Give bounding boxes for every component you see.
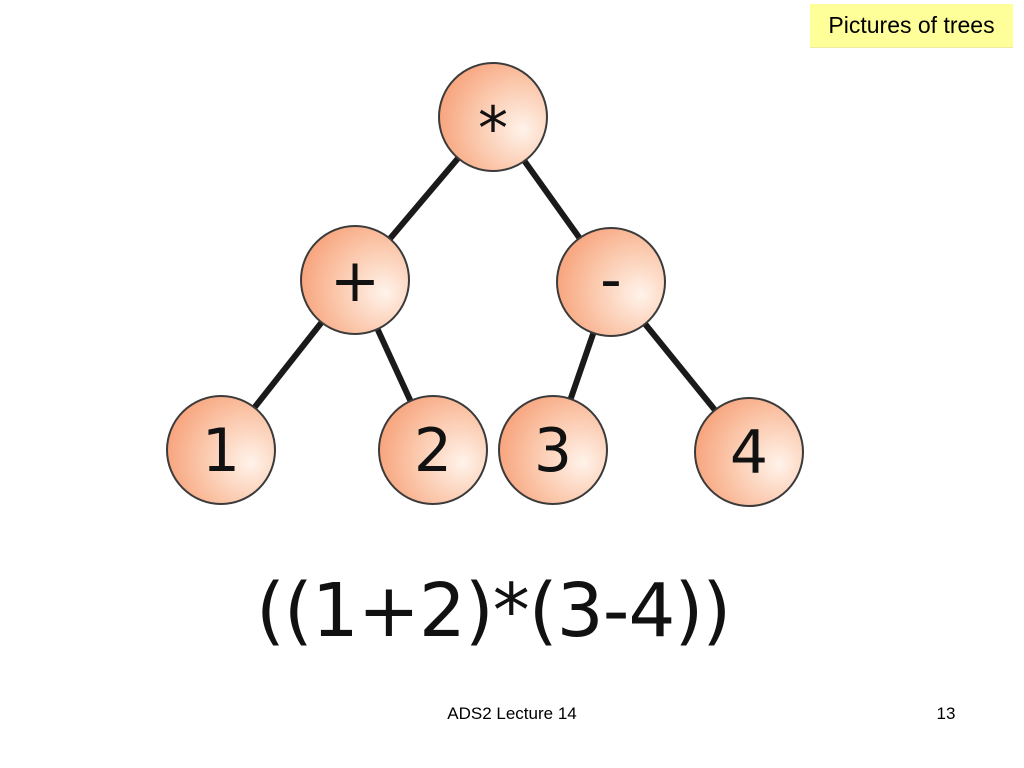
page-number: 13 (936, 704, 956, 723)
node-circle-n1 (166, 395, 276, 505)
node-circle-n4 (694, 397, 804, 507)
tree-node-n3: 3 (498, 395, 608, 505)
slide-footer: ADS2 Lecture 14 (447, 704, 577, 723)
node-circle-n2 (378, 395, 488, 505)
tree-node-n1: 1 (166, 395, 276, 505)
expression-text: ((1+2)*(3-4)) (256, 568, 731, 654)
node-label-n2: 2 (414, 416, 452, 486)
node-circle-n3 (498, 395, 608, 505)
node-label-n1: 1 (202, 416, 240, 486)
node-label-plus: + (330, 246, 380, 316)
node-label-root: * (478, 94, 508, 164)
node-circle-plus (300, 225, 410, 335)
node-label-n3: 3 (534, 416, 572, 486)
tree-node-n4: 4 (694, 397, 804, 507)
tree-node-root: * (438, 62, 548, 172)
slide-title: Pictures of trees (810, 4, 1013, 48)
node-circle-minus (556, 227, 666, 337)
node-label-n4: 4 (730, 418, 768, 488)
tree-node-plus: + (300, 225, 410, 335)
node-circle-root (438, 62, 548, 172)
tree-node-n2: 2 (378, 395, 488, 505)
node-label-minus: - (600, 245, 622, 315)
tree-nodes: * + - 1 2 3 4 (166, 62, 804, 507)
tree-node-minus: - (556, 227, 666, 337)
